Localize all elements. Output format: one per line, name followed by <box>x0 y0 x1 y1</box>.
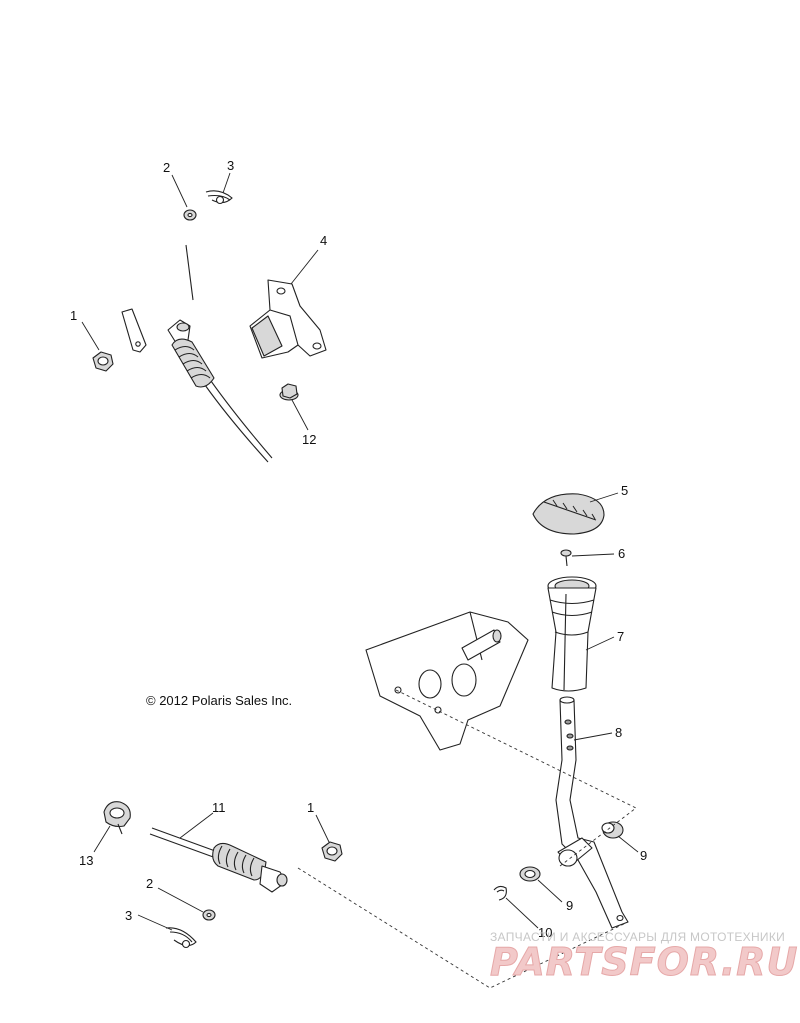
shift-handle-boot <box>547 576 597 692</box>
callout-1-lower: 1 <box>307 800 314 815</box>
flange-bolt-upper <box>279 383 299 401</box>
hex-nut-lower <box>321 841 343 862</box>
callout-2-lower: 2 <box>146 876 153 891</box>
shift-cable-lower <box>149 827 288 893</box>
callout-2-upper: 2 <box>163 160 170 175</box>
shift-knob <box>532 493 605 535</box>
callout-11: 11 <box>212 800 226 815</box>
callout-12: 12 <box>302 432 316 447</box>
callout-13: 13 <box>79 853 93 868</box>
copyright-notice: © 2012 Polaris Sales Inc. <box>146 693 292 708</box>
cable-bracket <box>249 279 327 359</box>
callout-3-upper: 3 <box>227 158 234 173</box>
bushing-lower <box>519 866 541 882</box>
bushing-right <box>601 821 624 839</box>
hairpin-clip-lower <box>165 927 197 949</box>
callout-10: 10 <box>538 925 552 940</box>
callout-1-upper: 1 <box>70 308 77 323</box>
shift-cable-upper <box>167 319 273 463</box>
callout-3-lower: 3 <box>125 908 132 923</box>
callout-9-right: 9 <box>640 848 647 863</box>
washer-lower <box>202 909 216 921</box>
washer-upper <box>183 209 197 221</box>
knob-screw <box>560 549 572 567</box>
callout-7: 7 <box>617 629 624 644</box>
callout-8: 8 <box>615 725 622 740</box>
callout-6: 6 <box>618 546 625 561</box>
shifter-mount-bracket <box>365 611 529 751</box>
watermark-tagline: ЗАПЧАСТИ И АКСЕССУАРЫ ДЛЯ МОТОТЕХНИКИ <box>490 930 785 944</box>
clevis-plate <box>121 308 147 353</box>
cable-end-rod-upper <box>185 244 194 301</box>
callout-5: 5 <box>621 483 628 498</box>
cable-clamp <box>103 801 131 835</box>
e-clip <box>493 885 507 901</box>
hex-nut-upper <box>92 351 114 372</box>
callout-9-lower: 9 <box>566 898 573 913</box>
watermark-logo: PARTSFOR.RU <box>490 940 798 984</box>
callout-4: 4 <box>320 233 327 248</box>
hairpin-clip-upper <box>205 190 233 205</box>
